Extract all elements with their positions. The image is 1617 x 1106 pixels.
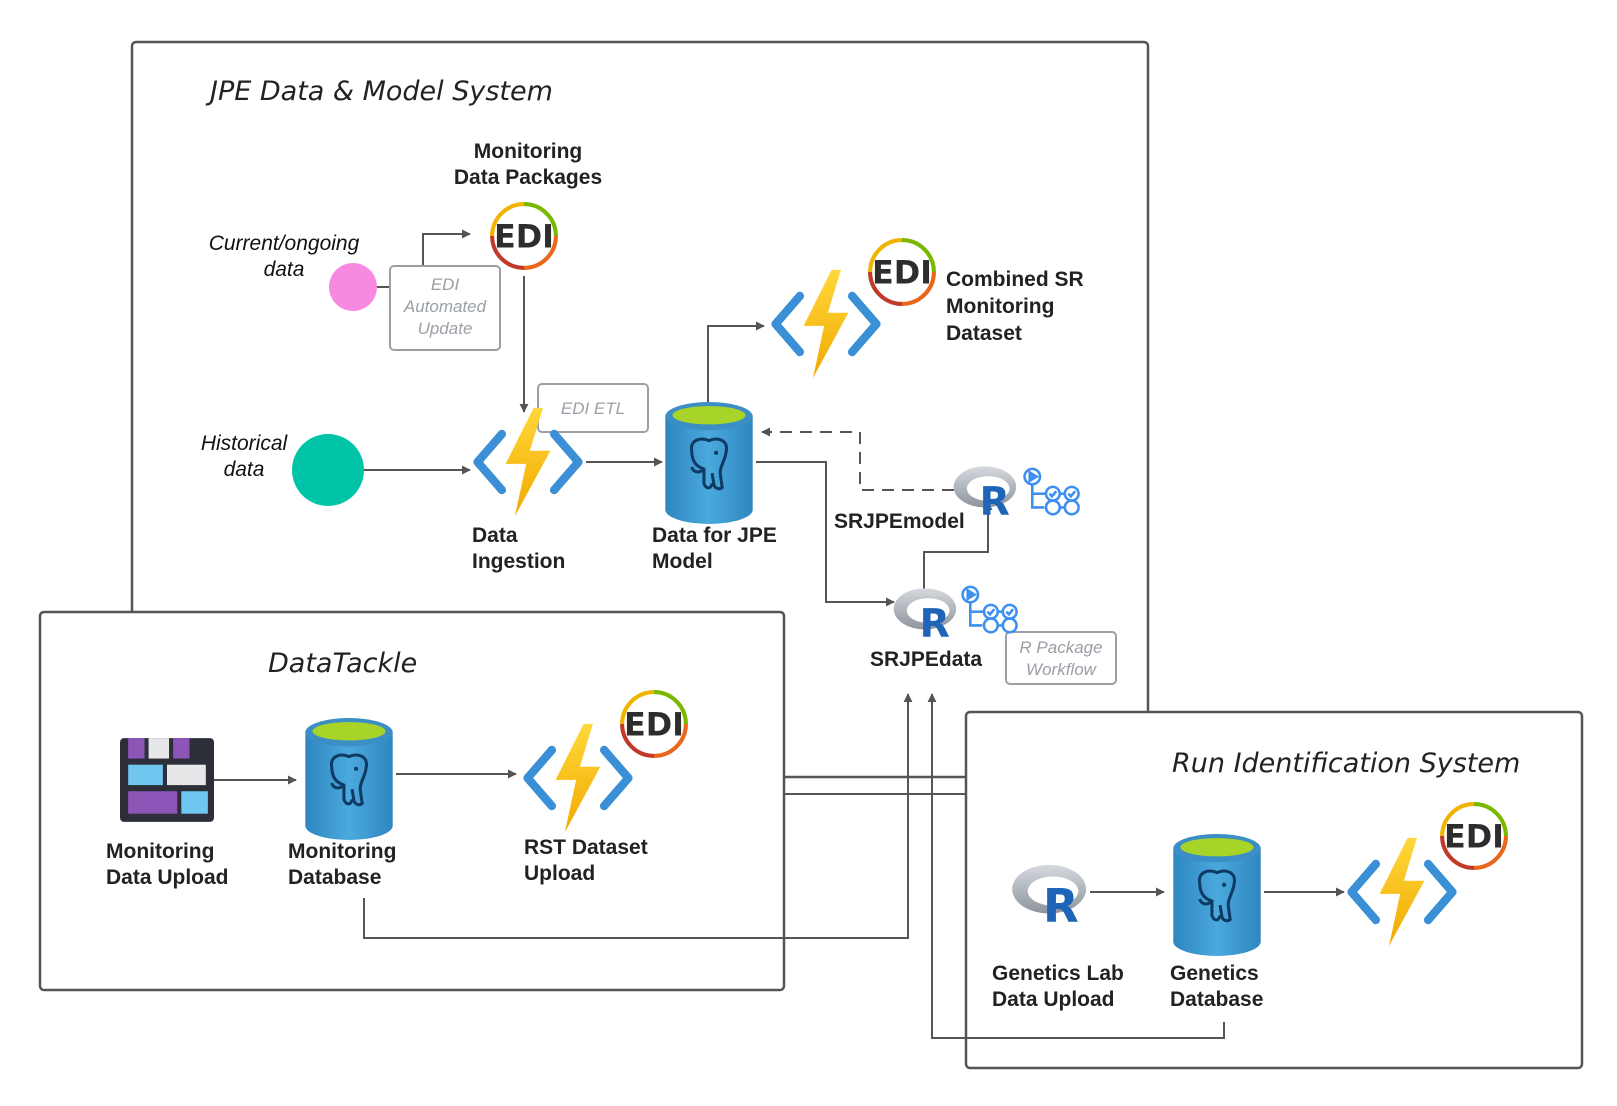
svg-text:SRJPEdata: SRJPEdata: [870, 648, 982, 671]
edge-srjpemodel-to-jpe-db: [761, 427, 954, 491]
postgres-database-icon: [303, 716, 395, 842]
svg-text:Genetics: Genetics: [1170, 962, 1259, 985]
svg-text:Combined SR: Combined SR: [946, 268, 1084, 291]
svg-text:data: data: [264, 258, 305, 281]
svg-text:Data for JPE: Data for JPE: [652, 524, 777, 547]
current-data-dot: [329, 263, 377, 311]
svg-text:Workflow: Workflow: [1026, 660, 1098, 679]
svg-text:Historical: Historical: [201, 432, 289, 455]
svg-text:Model: Model: [652, 550, 713, 573]
node-monitoring-data-upload: Monitoring Data Upload: [106, 738, 229, 889]
svg-text:RST Dataset: RST Dataset: [524, 836, 648, 859]
svg-text:Dataset: Dataset: [946, 322, 1022, 345]
svg-text:Data Packages: Data Packages: [454, 166, 602, 189]
svg-text:Update: Update: [418, 319, 473, 338]
svg-text:Monitoring: Monitoring: [474, 140, 582, 163]
svg-text:Data: Data: [472, 524, 518, 547]
edi-icon: [870, 240, 934, 304]
run-identification-panel: [964, 710, 1584, 1070]
edge-monitoring-db-to-srjpedata: [363, 693, 913, 939]
node-genetics-lab-upload: Genetics Lab Data Upload: [992, 864, 1124, 1011]
svg-text:Database: Database: [288, 866, 381, 889]
jpe-system-title: JPE Data & Model System: [205, 76, 553, 107]
datatackle-panel: [38, 610, 786, 992]
svg-text:data: data: [224, 458, 265, 481]
edi-icon: [1442, 804, 1506, 868]
svg-text:Data Upload: Data Upload: [106, 866, 229, 889]
node-srjpemodel: SRJPEmodel: [834, 466, 1080, 533]
node-rst-dataset-upload: RST Dataset Upload: [524, 692, 686, 885]
postgres-database-icon: [663, 400, 755, 526]
svg-text:Data Upload: Data Upload: [992, 988, 1115, 1011]
node-data-ingestion: Data Ingestion: [472, 408, 578, 573]
historical-data-dot: [292, 434, 364, 506]
node-monitoring-data-packages: Monitoring Data Packages: [454, 140, 602, 268]
node-genetics-database: Genetics Database: [1170, 832, 1263, 1011]
node-srjpedata: SRJPEdata: [870, 585, 1018, 671]
note-r-package-workflow: R Package Workflow: [1005, 631, 1117, 685]
node-combined-sr-dataset: Combined SR Monitoring Dataset: [776, 240, 1084, 378]
svg-text:Monitoring: Monitoring: [946, 295, 1054, 318]
svg-text:Monitoring: Monitoring: [106, 840, 214, 863]
svg-text:Monitoring: Monitoring: [288, 840, 396, 863]
postgres-database-icon: [1171, 832, 1263, 958]
svg-text:Current/ongoing: Current/ongoing: [209, 232, 360, 255]
note-edi-automated-update: EDI Automated Update: [389, 265, 501, 351]
connectors: [214, 229, 1345, 1039]
node-data-for-jpe-model: Data for JPE Model: [652, 400, 777, 573]
node-historical-data: Historical data: [201, 432, 364, 506]
run-identification-title: Run Identification System: [1172, 748, 1520, 779]
svg-text:Automated: Automated: [403, 297, 487, 316]
svg-text:R Package: R Package: [1019, 638, 1102, 657]
edi-icon: [492, 204, 556, 268]
svg-text:Upload: Upload: [524, 862, 595, 885]
node-monitoring-database: Monitoring Database: [288, 716, 396, 889]
edge-srjpedata-to-srjpemodel: [923, 501, 993, 592]
svg-text:Genetics Lab: Genetics Lab: [992, 962, 1124, 985]
svg-text:EDI ETL: EDI ETL: [561, 399, 625, 418]
form-app-icon: [120, 738, 214, 822]
svg-text:EDI: EDI: [431, 275, 460, 294]
svg-text:SRJPEmodel: SRJPEmodel: [834, 510, 965, 533]
svg-text:Ingestion: Ingestion: [472, 550, 565, 573]
edge-genetics-db-to-srjpedata: [927, 693, 1225, 1039]
edge-jpe-db-to-srjpedata: [756, 461, 895, 607]
node-current-ongoing-data: Current/ongoing data: [209, 232, 377, 311]
note-edi-etl: EDI ETL: [537, 383, 649, 433]
edi-icon: [622, 692, 686, 756]
svg-text:Database: Database: [1170, 988, 1263, 1011]
edge-jpe-db-to-combined: [707, 321, 765, 402]
datatackle-title: DataTackle: [268, 648, 417, 679]
